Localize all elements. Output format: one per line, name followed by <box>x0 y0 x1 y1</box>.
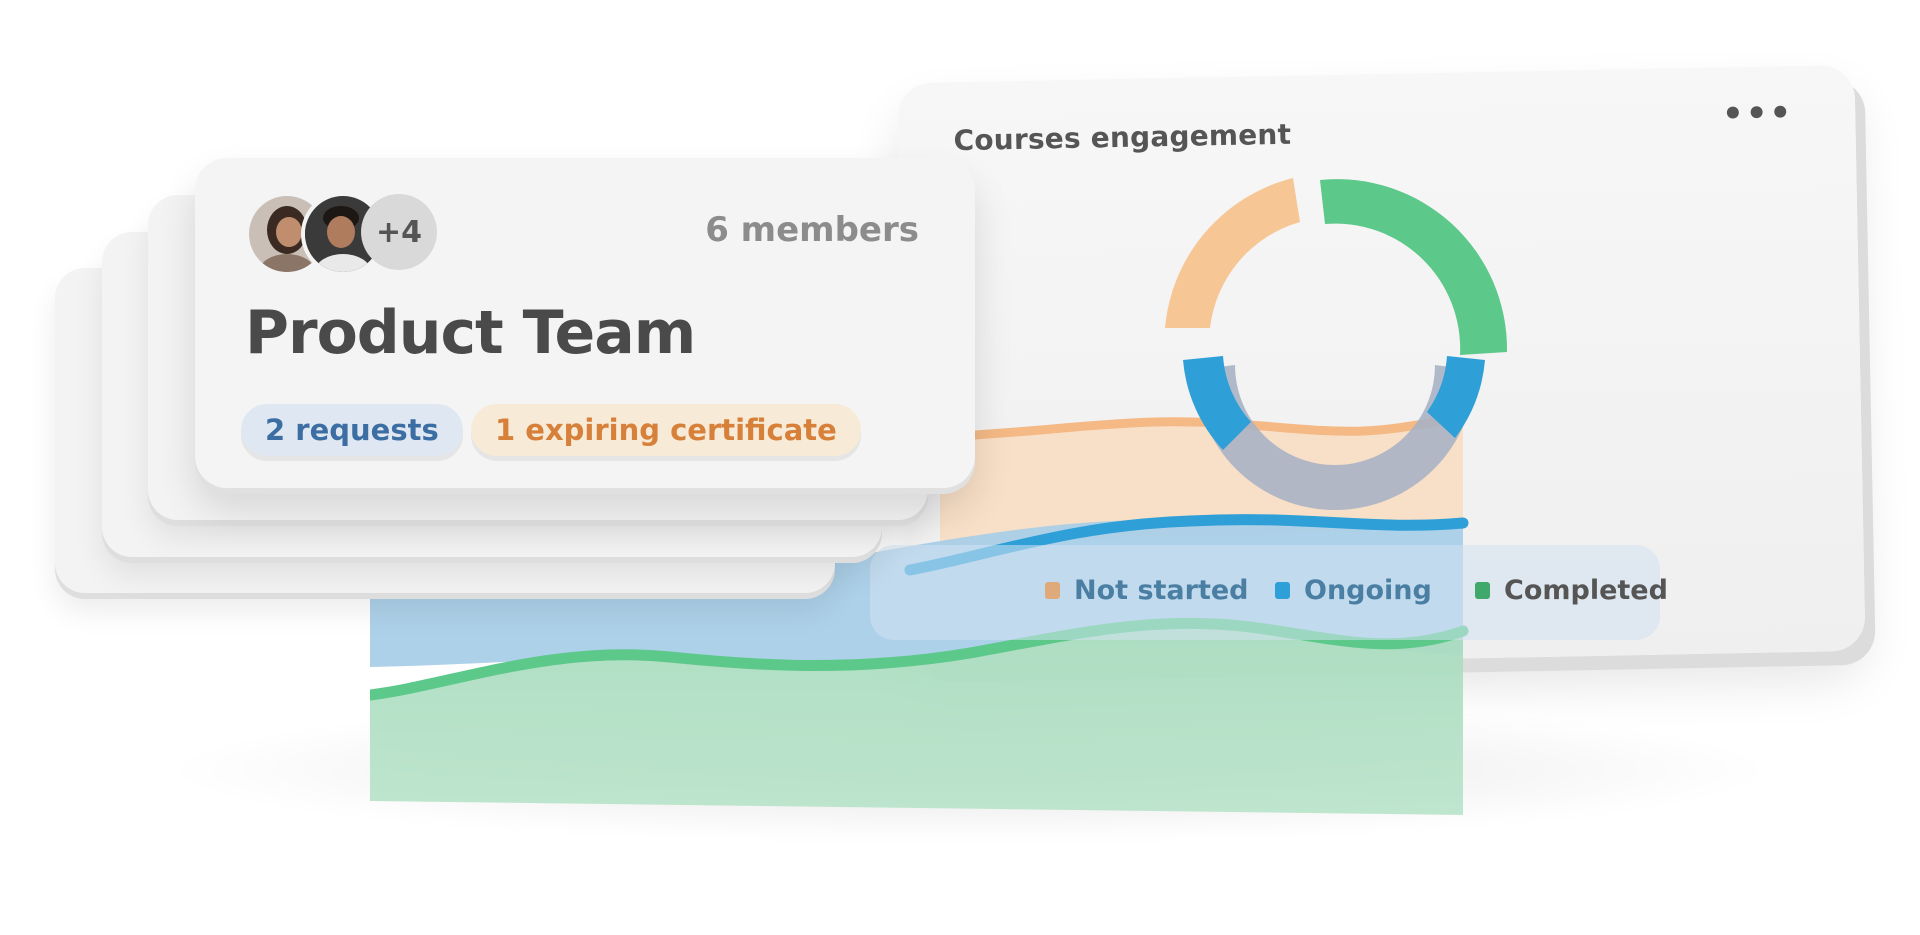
completed-area <box>370 623 1463 815</box>
donut-segment-ongoing-right <box>1427 356 1485 438</box>
more-options-icon[interactable]: ••• <box>1721 93 1794 135</box>
expiring-certificate-badge[interactable]: 1 expiring certificate <box>471 404 861 456</box>
donut-segment-ongoing <box>1183 356 1251 450</box>
more-members-badge[interactable]: +4 <box>361 194 437 270</box>
requests-badge[interactable]: 2 requests <box>241 404 463 456</box>
legend-label: Ongoing <box>1304 575 1432 606</box>
completed-swatch-icon <box>1475 582 1490 599</box>
chart-legend: Not started Ongoing Completed <box>870 545 1668 640</box>
avatar <box>301 192 385 276</box>
team-title: Product Team <box>245 298 696 368</box>
members-count: 6 members <box>705 210 919 250</box>
legend-item-not-started[interactable]: Not started <box>1045 575 1249 606</box>
card-title: Courses engagement <box>953 117 1292 158</box>
donut-segment-grey <box>1195 365 1475 510</box>
engagement-donut <box>1165 178 1508 510</box>
ongoing-swatch-icon <box>1275 582 1290 599</box>
legend-item-ongoing[interactable]: Ongoing <box>1275 575 1432 606</box>
legend-item-completed[interactable]: Completed <box>1475 575 1668 606</box>
legend-label: Completed <box>1504 575 1668 606</box>
not-started-swatch-icon <box>1045 582 1060 599</box>
team-card[interactable]: +4 6 members Product Team 2 requests 1 e… <box>195 158 975 488</box>
not-started-area <box>940 415 1463 545</box>
donut-segment-completed <box>1320 179 1508 355</box>
donut-segment-not-started <box>1165 178 1300 328</box>
legend-label: Not started <box>1074 575 1249 606</box>
member-avatars: +4 <box>245 192 445 276</box>
